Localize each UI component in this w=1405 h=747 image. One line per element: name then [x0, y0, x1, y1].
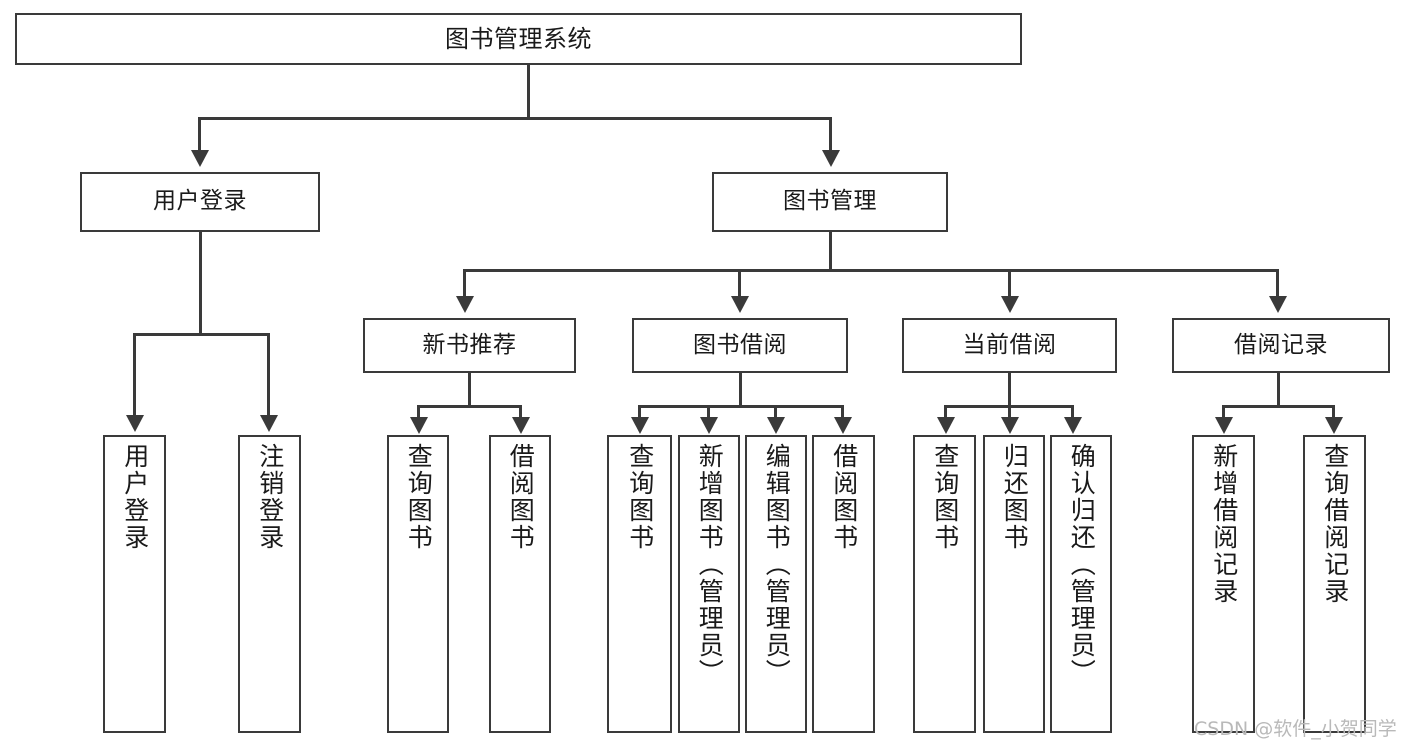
- node-label: 图书借阅: [693, 331, 787, 358]
- leaf-borrow-book-2[interactable]: 借阅图书: [812, 435, 875, 733]
- connector-cb-to-leaf-2: [1008, 405, 1011, 419]
- leaf-logout-login[interactable]: 注销登录: [238, 435, 301, 733]
- node-label: 确认归还（管理员）: [1067, 443, 1097, 686]
- arrowhead-leaf-query-record: [1325, 417, 1343, 434]
- connector-cb-to-leaf-3: [1071, 405, 1074, 419]
- node-book-borrow[interactable]: 图书借阅: [632, 318, 848, 373]
- connector-borrow-record-stem: [1277, 373, 1280, 408]
- node-label: 当前借阅: [962, 331, 1057, 358]
- connector-bb-to-leaf-1: [638, 405, 641, 419]
- connector-bm-to-current-borrow: [1008, 269, 1011, 298]
- node-label: 查询图书: [930, 443, 960, 551]
- arrowhead-leaf-query-book-2: [631, 417, 649, 434]
- connector-borrow-record-bus: [1222, 405, 1335, 408]
- leaf-query-record[interactable]: 查询借阅记录: [1303, 435, 1366, 733]
- connector-cb-to-leaf-1: [944, 405, 947, 419]
- connector-user-login-to-leaf-1: [133, 333, 136, 417]
- node-label: 借阅记录: [1234, 331, 1328, 358]
- arrowhead-leaf-confirm-return: [1064, 417, 1082, 434]
- connector-bm-to-book-borrow: [738, 269, 741, 298]
- leaf-return-book[interactable]: 归还图书: [983, 435, 1045, 733]
- node-label: 查询图书: [404, 443, 434, 551]
- connector-user-login-to-leaf-2: [267, 333, 270, 417]
- connector-br-to-leaf-2: [1332, 405, 1335, 419]
- connector-bb-to-leaf-2: [707, 405, 710, 419]
- node-label: 编辑图书（管理员）: [762, 443, 792, 686]
- connector-user-login-stem: [199, 232, 202, 336]
- node-label: 用户登录: [120, 443, 150, 551]
- connector-new-book-bus: [417, 405, 522, 408]
- node-label: 查询借阅记录: [1320, 443, 1350, 605]
- leaf-confirm-return[interactable]: 确认归还（管理员）: [1050, 435, 1112, 733]
- node-book-management[interactable]: 图书管理: [712, 172, 948, 232]
- connector-bm-to-new-book: [463, 269, 466, 298]
- arrowhead-leaf-user-login: [126, 415, 144, 432]
- node-label: 新增借阅记录: [1209, 443, 1239, 605]
- node-label: 借阅图书: [829, 443, 859, 551]
- connector-book-borrow-bus: [638, 405, 844, 408]
- connector-user-login-bus: [133, 333, 270, 336]
- connector-new-book-stem: [468, 373, 471, 408]
- arrowhead-leaf-query-book-3: [937, 417, 955, 434]
- connector-current-borrow-stem: [1008, 373, 1011, 408]
- arrowhead-leaf-return-book: [1001, 417, 1019, 434]
- connector-bb-to-leaf-3: [774, 405, 777, 419]
- leaf-user-login[interactable]: 用户登录: [103, 435, 166, 733]
- leaf-edit-book[interactable]: 编辑图书（管理员）: [745, 435, 807, 733]
- connector-root-to-book-management: [829, 117, 832, 152]
- connector-book-borrow-stem: [739, 373, 742, 408]
- node-label: 归还图书: [1000, 443, 1030, 551]
- node-label: 新书推荐: [422, 331, 517, 358]
- connector-root-bus: [198, 117, 832, 120]
- leaf-add-record[interactable]: 新增借阅记录: [1192, 435, 1255, 733]
- csdn-watermark: CSDN @软件_小贺同学: [1194, 718, 1397, 740]
- connector-nb-to-leaf-1: [417, 405, 420, 419]
- node-user-login[interactable]: 用户登录: [80, 172, 320, 232]
- leaf-query-book-1[interactable]: 查询图书: [387, 435, 449, 733]
- node-new-book-recommend[interactable]: 新书推荐: [363, 318, 576, 373]
- node-label: 注销登录: [255, 443, 285, 551]
- node-label: 查询图书: [625, 443, 655, 551]
- arrowhead-user-login: [191, 150, 209, 167]
- connector-bm-to-borrow-record: [1276, 269, 1279, 298]
- arrowhead-current-borrow: [1001, 296, 1019, 313]
- connector-book-management-bus: [463, 269, 1279, 272]
- node-root-book-management-system[interactable]: 图书管理系统: [15, 13, 1022, 65]
- connector-nb-to-leaf-2: [519, 405, 522, 419]
- leaf-borrow-book-1[interactable]: 借阅图书: [489, 435, 551, 733]
- node-label: 用户登录: [153, 188, 247, 215]
- arrowhead-leaf-edit-book: [767, 417, 785, 434]
- node-label: 图书管理: [783, 188, 877, 215]
- node-current-borrow[interactable]: 当前借阅: [902, 318, 1117, 373]
- connector-root-to-user-login: [198, 117, 201, 152]
- node-label: 借阅图书: [506, 443, 536, 551]
- connector-book-management-stem: [829, 232, 832, 272]
- leaf-query-book-2[interactable]: 查询图书: [607, 435, 672, 733]
- connector-root-stem: [527, 65, 530, 118]
- node-label: 图书管理系统: [445, 24, 592, 53]
- leaf-query-book-3[interactable]: 查询图书: [913, 435, 976, 733]
- arrowhead-leaf-logout-login: [260, 415, 278, 432]
- arrowhead-new-book-recommend: [456, 296, 474, 313]
- node-borrow-record[interactable]: 借阅记录: [1172, 318, 1390, 373]
- connector-br-to-leaf-1: [1222, 405, 1225, 419]
- arrowhead-book-management: [822, 150, 840, 167]
- connector-bb-to-leaf-4: [841, 405, 844, 419]
- leaf-add-book[interactable]: 新增图书（管理员）: [678, 435, 740, 733]
- arrowhead-leaf-add-record: [1215, 417, 1233, 434]
- node-label: 新增图书（管理员）: [695, 443, 725, 686]
- arrowhead-borrow-record: [1269, 296, 1287, 313]
- arrowhead-leaf-borrow-book-1: [512, 417, 530, 434]
- arrowhead-leaf-query-book-1: [410, 417, 428, 434]
- arrowhead-leaf-borrow-book-2: [834, 417, 852, 434]
- arrowhead-book-borrow: [731, 296, 749, 313]
- arrowhead-leaf-add-book: [700, 417, 718, 434]
